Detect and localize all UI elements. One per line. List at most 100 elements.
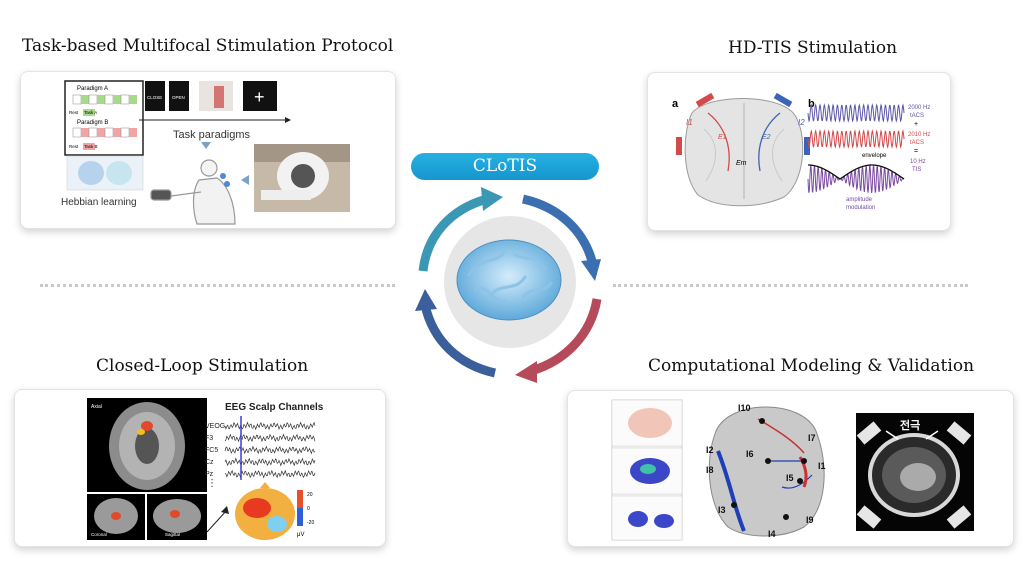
scale-bot: -20 (307, 520, 314, 526)
clotis-label: CLoTIS (411, 153, 599, 180)
closed-loop-card: Axial Coronal Sagittal EEG Scalp Channel… (14, 389, 386, 547)
electrode-pad-br (946, 505, 972, 529)
eeg-channel-label: FC5 (205, 447, 218, 454)
amplitude-label: amplitude (846, 197, 873, 203)
equals-sign: = (914, 148, 918, 155)
hdtis-figure: a I1 I2 E1 E2 Em b 2000 Hz tACS + 2010 H… (672, 92, 930, 211)
title-closed-loop: Closed-Loop Stimulation (96, 356, 309, 376)
freq2-type: tACS (910, 140, 924, 146)
close-label: CLOSE (147, 95, 162, 100)
open-label: OPEN (172, 95, 185, 100)
subject-illustration (150, 159, 236, 225)
electrode-korean-label: 전극 (900, 418, 920, 432)
modulation-label: modulation (846, 205, 875, 211)
tis-freq-label: 10 Hz (910, 159, 926, 165)
e2-field-line (758, 112, 781, 172)
task-b-label: Task B (84, 144, 98, 149)
i2-label: I2 (798, 118, 805, 127)
freq2-label: 2010 Hz (908, 132, 930, 138)
e1-label: E1 (718, 134, 727, 141)
title-modeling: Computational Modeling & Validation (648, 356, 975, 376)
wave-2010hz (807, 129, 905, 149)
e2-label: E2 (762, 134, 771, 141)
eeg-traces (224, 421, 316, 479)
electrode-blue-top (773, 92, 793, 108)
electrode-blue-side (804, 137, 810, 155)
arrow-bottom-left (420, 303, 497, 378)
task-paradigms-label: Task paradigms (173, 129, 251, 141)
axial-label: Axial (91, 404, 102, 410)
electrode-label: I4 (768, 529, 776, 539)
electrode-red-top (695, 92, 715, 108)
sagittal-label: Sagittal (165, 532, 180, 537)
electrode-pad-tr (946, 421, 972, 445)
close-screen (145, 81, 165, 111)
fixation-cross: + (254, 87, 265, 107)
eeg-trace (224, 469, 316, 479)
panel-a-label: a (672, 98, 679, 110)
electrode-label: I1 (818, 461, 826, 471)
paradigm-a-bar (72, 94, 137, 105)
electrode-label: I5 (786, 473, 794, 483)
wave-envelope (808, 164, 905, 180)
electrode-label: I6 (746, 449, 754, 459)
eeg-channel-label: Cz (205, 459, 214, 466)
task-protocol-figure: Paradigm A Rest Task A Paradigm B Rest T… (61, 80, 350, 225)
closed-loop-figure: Axial Coronal Sagittal EEG Scalp Channel… (87, 398, 324, 540)
cycle-diagram (415, 187, 602, 383)
fixation-screen (243, 81, 277, 111)
electrode-label: I9 (806, 515, 814, 525)
electrode-pad-bl (856, 505, 882, 529)
electrode-label: I7 (808, 433, 816, 443)
paradigm-a-label: Paradigm A (77, 86, 108, 92)
title-task-protocol: Task-based Multifocal Stimulation Protoc… (22, 36, 394, 56)
electrode-red-side (676, 137, 682, 155)
arrow-bottom-right (529, 298, 602, 376)
paradigm-b-bar (72, 127, 137, 138)
em-label: Em (736, 160, 747, 167)
eeg-channel-label: Pz (205, 471, 214, 478)
coronal-label: Coronal (91, 532, 107, 537)
hebbian-label: Hebbian learning (61, 197, 137, 208)
eeg-channel-label: F3 (205, 435, 213, 442)
brain-icon (456, 239, 562, 321)
task-protocol-card: Paradigm A Rest Task A Paradigm B Rest T… (20, 71, 396, 229)
freq1-label: 2000 Hz (908, 105, 930, 111)
title-hdtis: HD-TIS Stimulation (728, 38, 898, 58)
electrode-label: I10 (738, 403, 751, 413)
arrow-top-left (418, 194, 489, 272)
electrode-label: I3 (718, 505, 726, 515)
electrode-pad-tl (856, 421, 882, 445)
electrode-label: I8 (706, 465, 714, 475)
rest-a-label: Rest (69, 110, 79, 115)
task-a-label: Task A (84, 110, 97, 115)
task-b-chip (83, 143, 95, 150)
hdtis-card: a I1 I2 E1 E2 Em b 2000 Hz tACS + 2010 H… (647, 72, 951, 231)
eeg-trace (224, 457, 316, 467)
scale-mid: 0 (307, 506, 310, 512)
task-a-chip (83, 109, 95, 116)
eeg-trace (224, 445, 316, 455)
wave-2000hz (807, 103, 905, 123)
tis-label: TIS (912, 167, 921, 173)
electrode-label: I2 (706, 445, 714, 455)
e1-field-line (707, 112, 730, 172)
right-divider (613, 284, 968, 287)
eeg-title: EEG Scalp Channels (225, 402, 324, 413)
svg-text:⋮: ⋮ (207, 478, 217, 489)
freq1-type: tACS (910, 113, 924, 119)
unit-label: μV (297, 532, 304, 538)
open-screen (169, 81, 189, 111)
left-divider (40, 284, 395, 287)
eeg-channel-label: VEOG (205, 423, 225, 430)
scale-top: 20 (307, 492, 313, 498)
paradigm-box (64, 80, 144, 156)
eeg-trace (224, 433, 316, 443)
i1-label: I1 (686, 118, 693, 127)
envelope-label: envelope (862, 153, 887, 159)
plus-sign: + (914, 121, 918, 128)
